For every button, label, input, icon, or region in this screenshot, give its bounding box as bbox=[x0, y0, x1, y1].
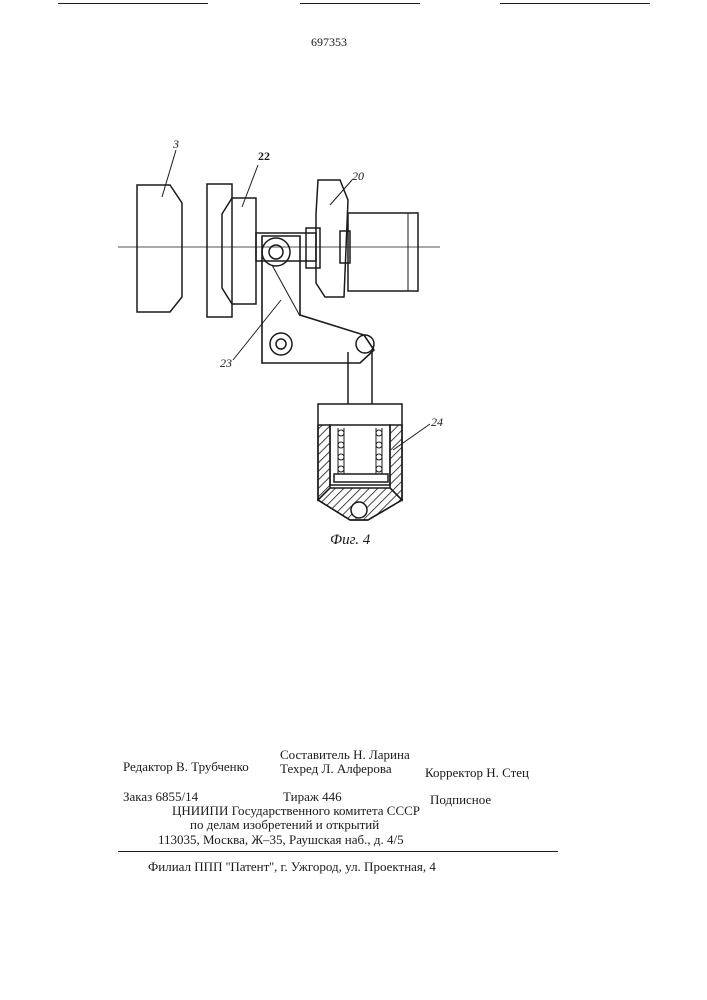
imprint-techred: Техред Л. Алферова bbox=[280, 762, 392, 775]
imprint-subscription: Подписное bbox=[430, 793, 491, 806]
part-22-roller bbox=[222, 198, 256, 304]
part-24-bottom-hole bbox=[351, 502, 367, 518]
part-20-hub bbox=[306, 228, 320, 268]
imprint-org-line2: по делам изобретений и открытий bbox=[190, 818, 379, 831]
imprint-circulation: Тираж 446 bbox=[283, 790, 342, 803]
lever-diag bbox=[272, 265, 300, 316]
imprint-divider bbox=[118, 851, 558, 852]
spring-right bbox=[376, 428, 382, 474]
imprint-editor: Редактор В. Трубченко bbox=[123, 760, 249, 773]
part-24-plate bbox=[334, 474, 388, 482]
imprint-order: Заказ 6855/14 bbox=[123, 790, 198, 803]
label-part-20: 20 bbox=[352, 170, 364, 182]
imprint-corrector: Корректор Н. Стец bbox=[425, 766, 529, 779]
part-3-roller bbox=[137, 185, 182, 312]
label-part-3: 3 bbox=[173, 138, 179, 150]
imprint-org-line1: ЦНИИПИ Государственного комитета СССР bbox=[172, 804, 420, 817]
leader-23 bbox=[233, 300, 281, 360]
spring-left bbox=[338, 428, 344, 474]
figure-caption: Фиг. 4 bbox=[330, 533, 370, 548]
label-part-23: 23 bbox=[220, 357, 232, 369]
imprint-address: 113035, Москва, Ж–35, Раушская наб., д. … bbox=[158, 833, 404, 846]
imprint-branch: Филиал ППП ''Патент'', г. Ужгород, ул. П… bbox=[148, 860, 436, 873]
label-part-22: 22 bbox=[258, 150, 270, 162]
pivot-lower-inner bbox=[276, 339, 286, 349]
pivot-lower bbox=[270, 333, 292, 355]
pivot-upper bbox=[262, 238, 290, 266]
imprint-compiler: Составитель Н. Ларина bbox=[280, 748, 410, 761]
part-23-lever bbox=[262, 236, 374, 363]
label-part-24: 24 bbox=[431, 416, 443, 428]
part-20-cam bbox=[316, 180, 348, 297]
